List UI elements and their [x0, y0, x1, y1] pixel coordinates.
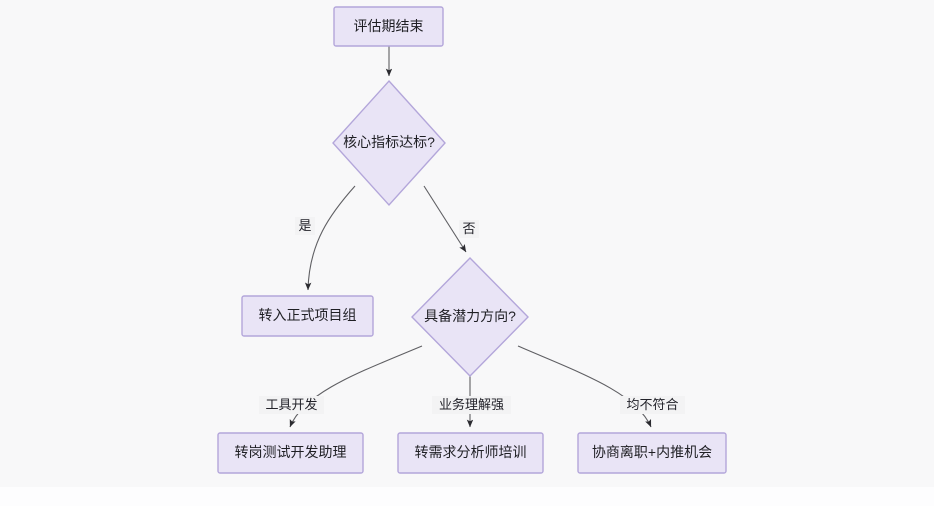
node-n6-label: 转需求分析师培训	[415, 444, 527, 460]
node-n1[interactable]: 评估期结束	[333, 6, 444, 47]
node-n4-shape[interactable]	[411, 257, 529, 377]
node-n5-shape[interactable]	[217, 432, 364, 474]
node-n3[interactable]: 转入正式项目组	[241, 295, 374, 337]
edge-label-business: 业务理解强	[432, 396, 511, 414]
edge-label-business-text: 业务理解强	[439, 397, 504, 412]
edge-label-neither-bg	[620, 396, 685, 414]
node-n7-shape[interactable]	[577, 432, 727, 474]
edge-label-yes: 是	[295, 217, 315, 235]
node-n7[interactable]: 协商离职+内推机会	[577, 432, 727, 474]
edge-n2-n3	[304, 185, 356, 291]
node-n2-shape[interactable]	[332, 79, 446, 207]
edge-n4-n7	[517, 345, 652, 428]
edge-label-yes-bg	[295, 217, 315, 235]
edge-label-tooldev: 工具开发	[259, 396, 324, 414]
edge-label-tooldev-bg	[259, 396, 324, 414]
edge-label-no-bg	[459, 220, 479, 238]
edge-label-business-bg	[432, 396, 511, 414]
edge-label-tooldev-text: 工具开发	[265, 397, 317, 412]
edge-label-no-text: 否	[462, 221, 475, 236]
edge-label-neither-text: 均不符合	[626, 397, 678, 412]
node-n3-shape[interactable]	[241, 295, 374, 337]
edge-label-yes-text: 是	[298, 218, 311, 233]
edge-label-no: 否	[459, 220, 479, 238]
node-n2-label: 核心指标达标?	[343, 134, 435, 150]
edge-n2-n4	[423, 185, 467, 253]
node-n6-shape[interactable]	[397, 432, 544, 474]
edge-n4-n5	[289, 345, 423, 428]
node-n5[interactable]: 转岗测试开发助理	[217, 432, 364, 474]
node-n2[interactable]: 核心指标达标?	[332, 79, 446, 207]
node-n3-label: 转入正式项目组	[259, 307, 357, 323]
node-n7-label: 协商离职+内推机会	[592, 444, 712, 460]
bottom-edge-strip	[0, 487, 934, 506]
node-n4-label: 具备潜力方向?	[424, 308, 516, 324]
edge-label-neither: 均不符合	[620, 396, 685, 414]
node-n1-label: 评估期结束	[354, 18, 424, 34]
node-n5-label: 转岗测试开发助理	[235, 444, 347, 460]
node-n4[interactable]: 具备潜力方向?	[411, 257, 529, 377]
node-n6[interactable]: 转需求分析师培训	[397, 432, 544, 474]
node-n1-shape[interactable]	[333, 6, 444, 47]
